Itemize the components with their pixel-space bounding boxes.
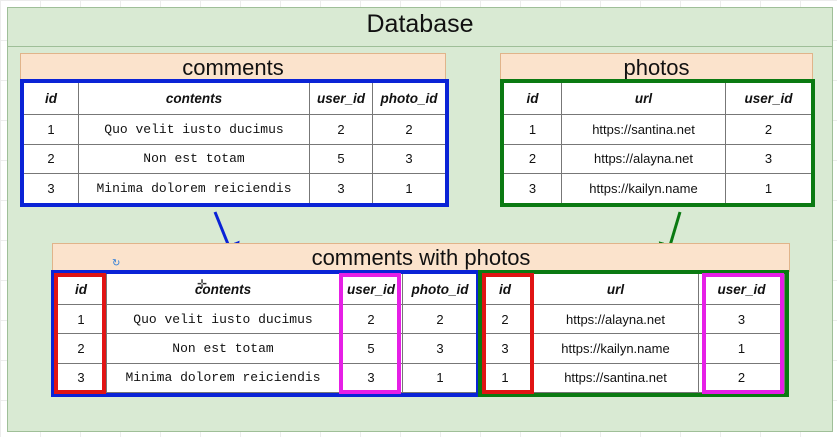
table-cell: https://alayna.net: [532, 303, 699, 335]
column-header: id: [23, 82, 79, 115]
table-row: 2 Non est totam 5 3: [23, 143, 446, 175]
column-header: id: [477, 273, 533, 305]
photos-table: id url user_id 1 https://santina.net 2 2…: [503, 82, 812, 204]
table-cell: https://kailyn.name: [561, 173, 726, 204]
comments-header-row: id contents user_id photo_id: [23, 82, 446, 115]
table-cell: 2: [23, 143, 79, 175]
column-header: user_id: [725, 82, 812, 115]
table-cell: 3: [372, 143, 446, 175]
column-header: user_id: [698, 273, 785, 305]
comments-table-header: comments: [20, 53, 446, 81]
database-title: Database: [366, 10, 474, 38]
table-row: 1 Quo velit iusto ducimus 2 2: [23, 114, 446, 145]
table-cell: 3: [55, 362, 107, 394]
photos-header-row: id url user_id: [503, 82, 812, 115]
table-cell: Non est totam: [78, 143, 310, 175]
table-cell: 1: [55, 303, 107, 335]
joined-table: id contents user_id photo_id id url user…: [55, 273, 785, 394]
table-cell: 1: [477, 362, 533, 394]
table-cell: https://santina.net: [561, 114, 726, 145]
column-header: id: [55, 273, 107, 305]
photos-table-header: photos: [500, 53, 813, 81]
table-cell: 3: [339, 362, 403, 394]
table-cell: 2: [55, 333, 107, 364]
table-cell: 3: [698, 303, 785, 335]
table-cell: 2: [402, 303, 478, 335]
table-row: 2 Non est totam 5 3 3 https://kailyn.nam…: [55, 333, 785, 364]
table-cell: 2: [339, 303, 403, 335]
table-row: 3 Minima dolorem reiciendis 3 1 1 https:…: [55, 362, 785, 394]
table-cell: 3: [402, 333, 478, 364]
column-header: url: [561, 82, 726, 115]
joined-header-row: id contents user_id photo_id id url user…: [55, 273, 785, 305]
table-cell: 2: [372, 114, 446, 145]
table-cell: 3: [477, 333, 533, 364]
table-cell: 2: [698, 362, 785, 394]
table-cell: https://santina.net: [532, 362, 699, 394]
table-cell: 5: [339, 333, 403, 364]
table-row: 1 Quo velit iusto ducimus 2 2 2 https://…: [55, 303, 785, 335]
table-cell: 1: [698, 333, 785, 364]
rotate-handle-icon: ↻: [112, 258, 121, 269]
table-row: 3 https://kailyn.name 1: [503, 173, 812, 204]
table-cell: Non est totam: [106, 333, 340, 364]
table-cell: Minima dolorem reiciendis: [106, 362, 340, 394]
column-header: contents: [106, 273, 340, 305]
column-header: url: [532, 273, 699, 305]
table-cell: 1: [725, 173, 812, 204]
column-header: user_id: [339, 273, 403, 305]
table-cell: 2: [477, 303, 533, 335]
comments-table: id contents user_id photo_id 1 Quo velit…: [23, 82, 446, 204]
table-cell: 1: [402, 362, 478, 394]
table-cell: 1: [23, 114, 79, 145]
column-header: photo_id: [372, 82, 446, 115]
column-header: id: [503, 82, 562, 115]
table-cell: https://kailyn.name: [532, 333, 699, 364]
move-cursor-icon: ✛: [197, 277, 208, 291]
database-title-divider: [8, 46, 832, 47]
joined-table-header: comments with photos: [52, 243, 790, 272]
column-header: photo_id: [402, 273, 478, 305]
table-cell: Quo velit iusto ducimus: [106, 303, 340, 335]
table-cell: 5: [309, 143, 373, 175]
